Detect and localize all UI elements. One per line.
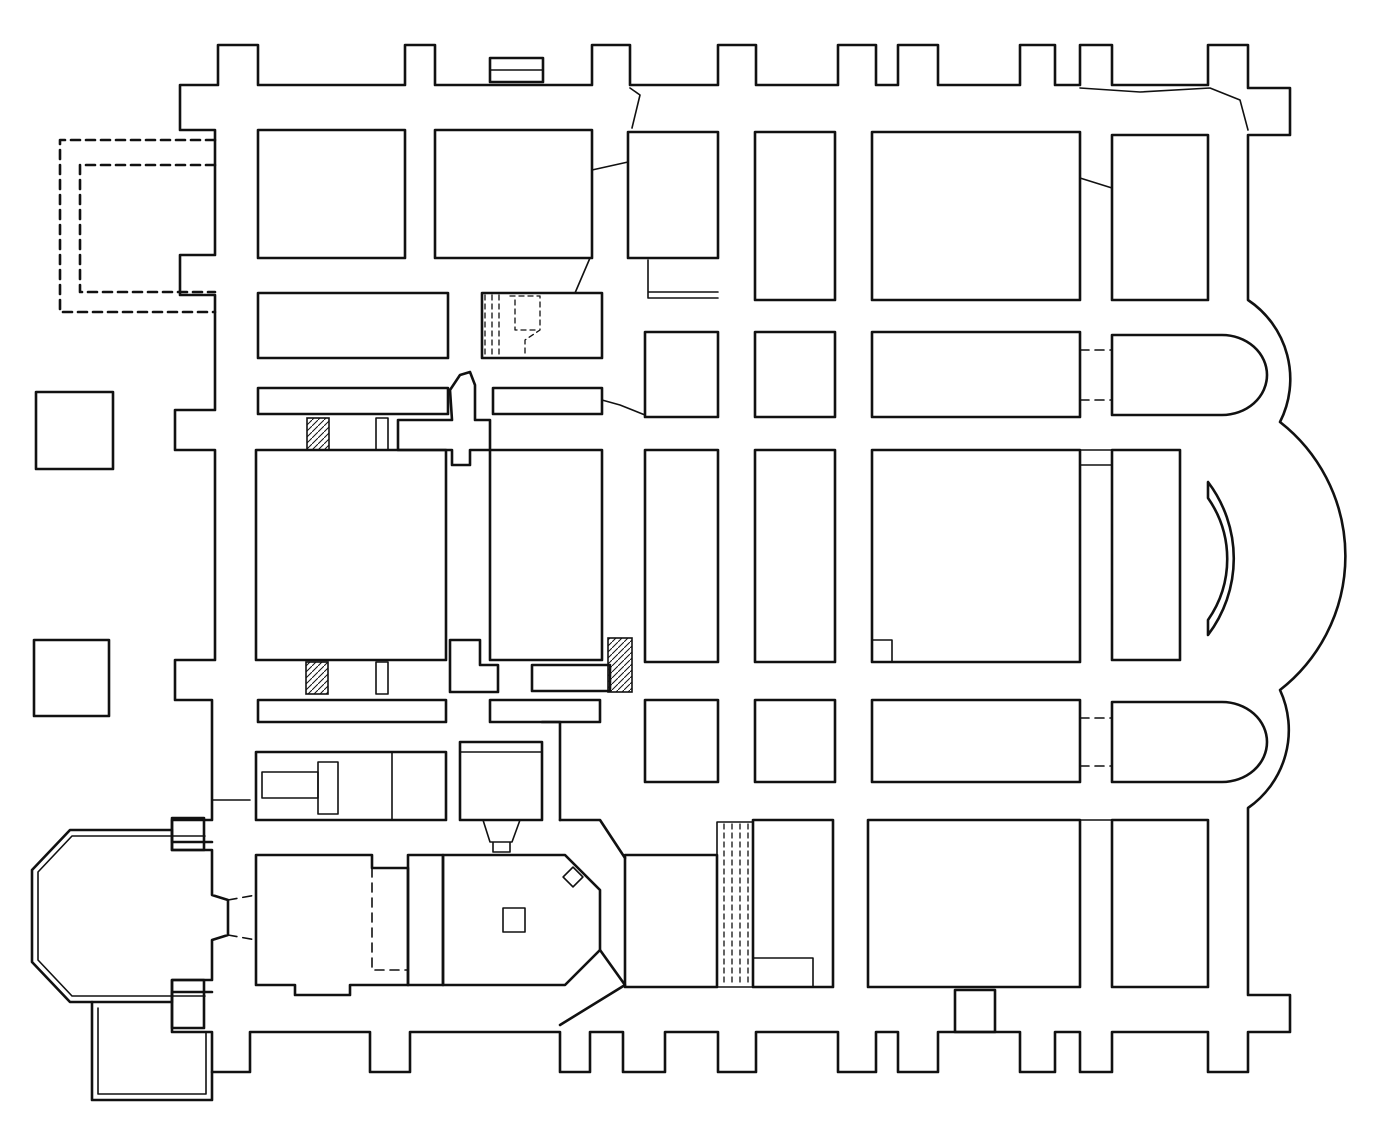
main-apse-room	[1110, 448, 1182, 662]
room-r5-c2	[406, 853, 445, 987]
room-r3-c4	[753, 448, 837, 664]
central-altar	[502, 907, 526, 933]
apse-small-bottom	[1110, 700, 1269, 784]
west-pier-1	[34, 390, 115, 471]
pier-2	[375, 661, 389, 695]
room-r3-c5	[870, 448, 1082, 664]
lower-central-block	[448, 638, 500, 694]
room-r3-c3	[643, 448, 720, 664]
room-r5-c1	[254, 853, 410, 997]
strip-lower-left	[256, 698, 448, 724]
room-cluster	[254, 750, 448, 822]
stair-r2	[484, 294, 541, 357]
hall-center-left	[488, 448, 604, 662]
apse-small-top	[1110, 333, 1269, 417]
hall-left	[254, 448, 448, 662]
room-r5-c3	[623, 853, 719, 989]
strip-lower-right	[488, 698, 602, 724]
crack-line	[629, 87, 1249, 131]
central-block	[396, 370, 492, 467]
room-r1-c1	[256, 128, 407, 260]
southwest-annex	[90, 1000, 214, 1102]
room-r2-c4	[753, 330, 837, 419]
room-r5-c6	[1110, 818, 1210, 989]
room-r5-c5	[866, 818, 1082, 989]
room-r1-c5	[870, 130, 1082, 302]
room-r1-c2	[433, 128, 594, 260]
octagonal-baptistery	[30, 828, 214, 1004]
room-r4-c4	[753, 698, 837, 784]
room-r2-c2	[480, 291, 604, 360]
room-r1-c6	[1110, 133, 1210, 302]
apse-arc-inner	[1206, 480, 1236, 637]
strip-left	[256, 386, 450, 416]
baptistery-pier-bottom	[170, 978, 206, 1030]
room-r2-c1	[256, 291, 450, 360]
hatched-cell-2	[305, 661, 329, 695]
room-r4-c3	[643, 698, 720, 784]
room-r1-c4	[753, 130, 837, 302]
hatched-cell-3	[607, 637, 633, 693]
room-r4-c5	[870, 698, 1082, 784]
room-r2-c5	[870, 330, 1082, 419]
west-pier-2	[32, 638, 111, 718]
west-annex-dashed	[58, 138, 217, 314]
strip-lower	[530, 663, 612, 693]
bottom-doorway	[953, 988, 997, 1034]
baptistery-pier-top	[170, 816, 206, 852]
tower-room	[458, 740, 544, 822]
corner-mark	[562, 866, 584, 888]
corner-niche	[871, 639, 893, 663]
pier-1	[375, 417, 389, 451]
octagonal-room	[441, 853, 602, 987]
outer-wall-outline	[170, 43, 1347, 1074]
room-r1-c3	[626, 130, 720, 260]
room-r5-c4	[751, 818, 835, 989]
hatched-cell-1	[306, 417, 330, 451]
room-r2-c3	[643, 330, 720, 419]
strip-right	[491, 386, 604, 416]
